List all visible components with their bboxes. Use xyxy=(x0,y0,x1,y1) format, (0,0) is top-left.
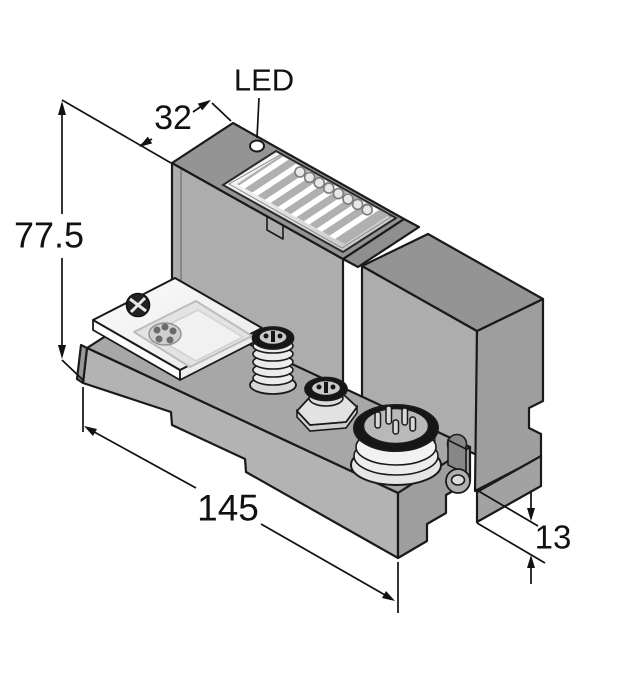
mounting-hole xyxy=(450,474,466,486)
dim-top-width xyxy=(139,100,232,147)
dim-foot-height-value: 13 xyxy=(535,519,572,556)
dim-length-value: 145 xyxy=(197,488,259,529)
dim-foot-height xyxy=(474,488,546,584)
ext-line-top xyxy=(61,99,172,164)
power-connector-78 xyxy=(350,404,442,486)
arrow-up xyxy=(58,101,66,115)
arrow-upper xyxy=(197,100,211,111)
ext-line-lower xyxy=(476,522,546,564)
led-label-window xyxy=(221,149,398,254)
led-callout-label: LED xyxy=(234,63,294,98)
recessed-connector-face xyxy=(148,322,182,346)
led-indicator-hole xyxy=(249,139,265,153)
ext-line-upper xyxy=(474,488,539,527)
arrow-down xyxy=(58,345,66,359)
arrow-lower xyxy=(139,136,153,147)
led-callout xyxy=(256,97,260,139)
din-rail-foot xyxy=(475,454,543,524)
connector-recess-window xyxy=(149,309,244,362)
m12-connector-middle xyxy=(295,376,359,432)
dim-height xyxy=(58,99,172,382)
cover-screw xyxy=(125,292,151,318)
base-left-face xyxy=(75,343,89,385)
end-bracket-top-face xyxy=(360,232,545,333)
dim-length xyxy=(82,387,399,613)
ext-line-bottom xyxy=(61,359,85,382)
arrow-left xyxy=(84,426,97,436)
arrow-down xyxy=(527,508,535,521)
dim-height-value: 77.5 xyxy=(14,215,84,256)
ext-line-corner xyxy=(211,102,232,122)
module-cover-plate xyxy=(92,277,263,381)
arrow-right xyxy=(382,591,395,601)
arrow-up xyxy=(527,555,535,568)
signal-led-array xyxy=(294,166,374,216)
connector-pins xyxy=(374,405,417,435)
m12-connector-left xyxy=(249,326,297,395)
dim-top-width-value: 32 xyxy=(154,99,192,137)
